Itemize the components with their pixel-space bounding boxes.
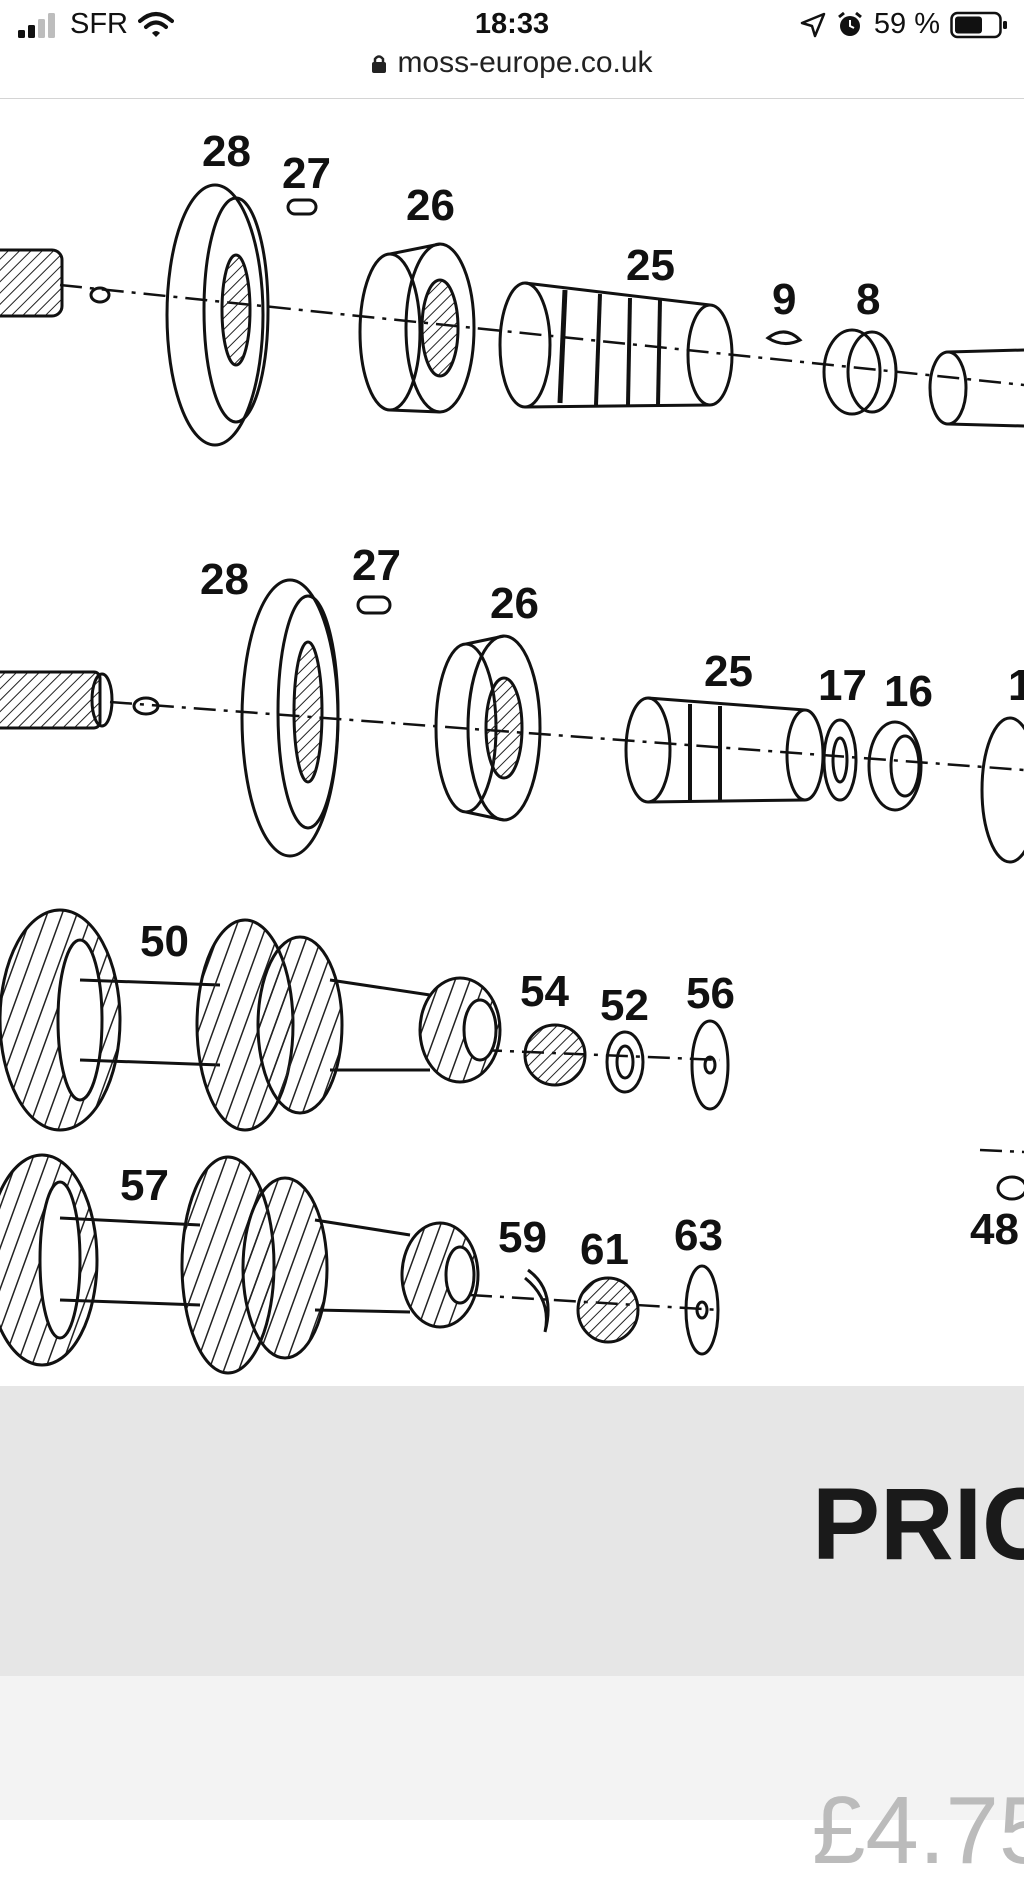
status-right: 59 %: [800, 8, 1008, 41]
lock-icon: [372, 55, 387, 74]
row1-shaft-end: [0, 248, 64, 318]
row2-pin-27: [356, 595, 392, 615]
callout-r3-52: 52: [600, 981, 649, 1030]
callout-r2-28: 28: [200, 555, 249, 604]
wifi-icon: [138, 11, 174, 37]
row4-washer-63: [684, 1264, 720, 1356]
callout-r3-56: 56: [686, 969, 735, 1018]
row1-bearing-26: [358, 252, 422, 412]
row1-nut-8: [822, 328, 882, 416]
address-bar[interactable]: moss-europe.co.uk: [0, 46, 1024, 98]
row4-bearing-61: [576, 1276, 640, 1344]
row1-flange-28: [165, 183, 265, 447]
row2-sleeve-25: [624, 696, 672, 804]
price-header-band: PRIC: [0, 1386, 1024, 1676]
row3-gear-cluster-50: [0, 908, 502, 1132]
callout-r2-27: 27: [352, 541, 401, 590]
row2-shaft: [0, 670, 102, 730]
callout-r1-9: 9: [772, 275, 796, 324]
callout-r3-50: 50: [140, 917, 189, 966]
callout-r1-25: 25: [626, 241, 675, 290]
callout-r4-57: 57: [120, 1161, 169, 1210]
status-left: SFR: [18, 8, 174, 41]
callout-r1-8: 8: [856, 275, 880, 324]
callout-r2-25: 25: [704, 647, 753, 696]
row4-gear-cluster-57: [0, 1153, 480, 1375]
battery-label: 59 %: [873, 8, 940, 40]
callout-r4-59: 59: [498, 1213, 547, 1262]
row2-axis-line: [109, 700, 1024, 772]
row3-axis-line: [479, 1048, 721, 1062]
location-arrow-icon: [800, 12, 826, 37]
callout-r2-26: 26: [490, 579, 539, 628]
callout-r4-61: 61: [580, 1225, 629, 1274]
price-heading: PRIC: [812, 1467, 1024, 1581]
row2-ring-16: [867, 720, 923, 812]
callout-r1-26: 26: [406, 181, 455, 230]
row4-axis-right: [979, 1148, 1024, 1154]
row1-key-9: [765, 330, 803, 345]
callout-r3-54: 54: [520, 967, 569, 1016]
row1-axis-line: [59, 283, 1024, 387]
row3-bearing-54: [523, 1023, 587, 1087]
row3-washer-56: [690, 1019, 730, 1111]
callout-r4-63: 63: [674, 1211, 723, 1260]
status-time: 18:33: [474, 8, 550, 40]
callout-r4-48: 48: [970, 1205, 1019, 1254]
row4-oring-48: [996, 1175, 1024, 1201]
callout-r2-16: 16: [884, 667, 933, 716]
row1-pin-27: [286, 198, 318, 216]
row2-washer-17: [822, 718, 858, 802]
row3-ring-52: [605, 1030, 645, 1094]
signal-icon: [18, 12, 55, 38]
alarm-icon: [837, 11, 862, 36]
price-value-band: £4.75: [0, 1676, 1024, 1884]
status-bar: SFR 18:33 59 %: [0, 0, 1024, 52]
battery-icon: [950, 11, 1007, 38]
url-text: moss-europe.co.uk: [397, 46, 653, 79]
parts-diagram: 28 27 26 25 9 8 28 27 26 25 17 16 1 50 5…: [0, 127, 1024, 1375]
callout-r2-1: 1: [1008, 661, 1024, 710]
carrier-label: SFR: [70, 8, 128, 40]
toolbar-divider: [0, 98, 1024, 99]
row1-sleeve-25: [498, 281, 552, 409]
callout-r1-28: 28: [202, 127, 251, 176]
callout-r1-27: 27: [282, 149, 331, 198]
callout-r2-17: 17: [818, 661, 867, 710]
price-amount: £4.75: [812, 1777, 1024, 1884]
row4-circlip-59: [524, 1268, 550, 1333]
